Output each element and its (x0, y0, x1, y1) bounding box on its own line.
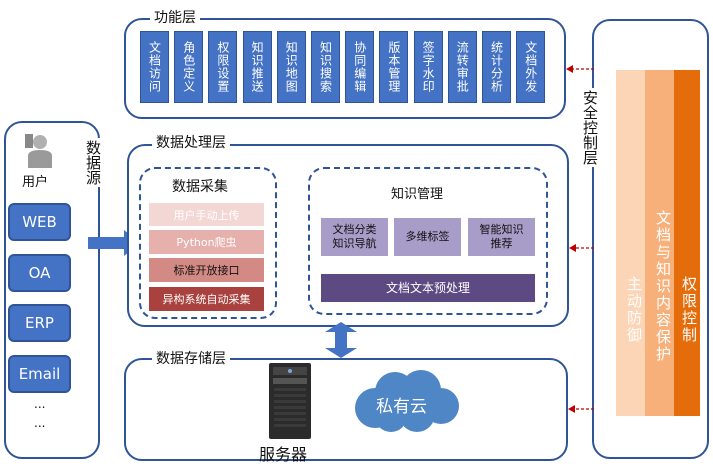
source-erp-button[interactable]: ERP (8, 304, 71, 342)
processing-layer-title: 数据处理层 (152, 135, 230, 151)
function-item-1[interactable]: 角色定义 (174, 31, 204, 103)
collect-open-interface: 标准开放接口 (149, 258, 264, 282)
security-permission-control: 权限控制 (674, 70, 700, 416)
server-label: 服务器 (259, 445, 308, 464)
source-email-button[interactable]: Email (8, 355, 71, 393)
user-label: 用户 (22, 175, 49, 190)
security-arrow-function (566, 59, 594, 73)
user-icon (22, 130, 54, 170)
function-item-8[interactable]: 签字水印 (413, 31, 443, 103)
storage-layer-title: 数据存储层 (152, 351, 230, 367)
processing-storage-arrow (325, 322, 357, 358)
function-item-9[interactable]: 流转审批 (447, 31, 477, 103)
source-ellipsis: ... (34, 397, 46, 411)
function-layer-title: 功能层 (150, 10, 200, 26)
source-ellipsis-2: ... (34, 416, 46, 430)
security-active-defense: 主动防御 (616, 70, 645, 416)
security-arrow-processing (569, 238, 594, 252)
source-web-button[interactable]: WEB (8, 203, 71, 241)
function-item-3[interactable]: 知识推送 (242, 31, 272, 103)
collection-title: 数据采集 (172, 179, 228, 195)
function-item-7[interactable]: 版本管理 (379, 31, 409, 103)
collect-manual-upload: 用户手动上传 (149, 203, 264, 226)
cloud-icon (345, 368, 465, 434)
function-item-5[interactable]: 知识搜索 (311, 31, 340, 103)
collect-heterogeneous-auto: 异构系统自动采集 (149, 287, 264, 311)
storage-layer-panel (124, 358, 568, 461)
km-multi-tag: 多维标签 (394, 218, 461, 256)
function-item-4[interactable]: 知识地图 (276, 31, 306, 103)
km-doc-classify: 文档分类 知识导航 (321, 218, 388, 256)
km-smart-recommend: 智能知识 推荐 (468, 218, 535, 256)
security-arrow-storage (568, 399, 594, 413)
security-content-protection: 文档与知识内容保护 (645, 70, 674, 416)
collect-python-crawler: Python爬虫 (149, 230, 264, 254)
knowledge-title: 知识管理 (391, 187, 444, 202)
data-source-title: 数据源 (84, 138, 102, 187)
function-item-6[interactable]: 协同编辑 (345, 31, 375, 103)
function-item-2[interactable]: 权限设置 (208, 31, 238, 103)
km-text-preprocess: 文档文本预处理 (321, 274, 535, 302)
cloud-label: 私有云 (376, 397, 427, 417)
server-icon (268, 362, 312, 440)
source-oa-button[interactable]: OA (8, 254, 71, 292)
function-item-11[interactable]: 文档外发 (516, 31, 546, 103)
function-item-0[interactable]: 文档访问 (140, 31, 169, 103)
security-layer-title: 安全控制层 (581, 88, 599, 167)
function-item-10[interactable]: 统计分析 (482, 31, 511, 103)
